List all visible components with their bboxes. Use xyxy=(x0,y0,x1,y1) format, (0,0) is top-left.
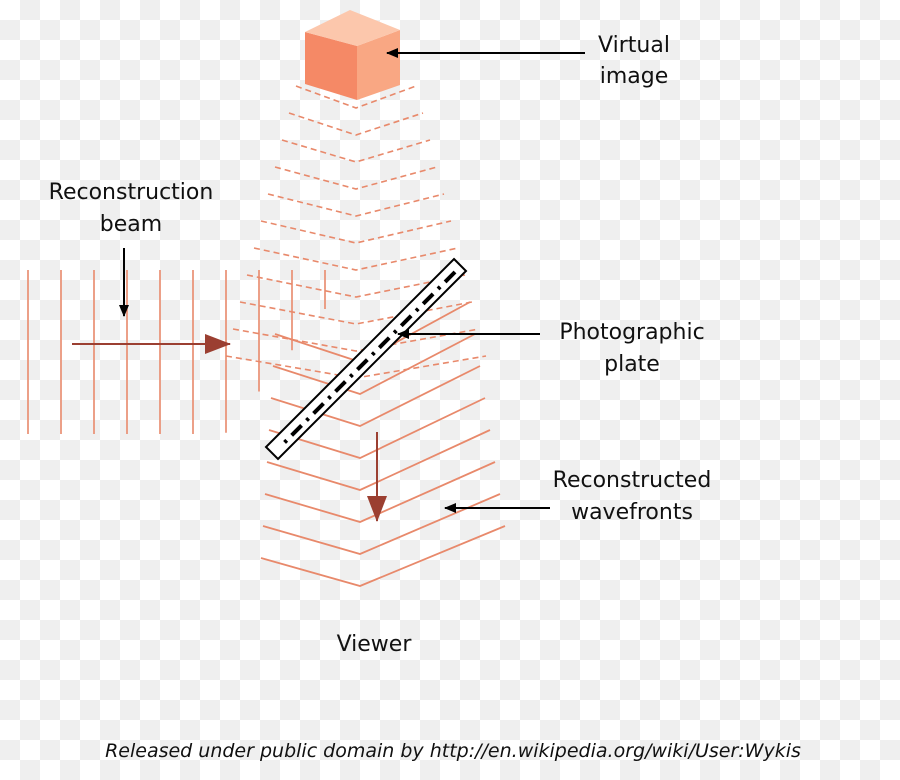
reconstructed-wavefront-chevron xyxy=(260,525,506,587)
reconstructed-wavefronts xyxy=(260,301,506,587)
reconstruction-beam-label-line1: Reconstruction xyxy=(49,180,214,205)
photographic-plate-label-line2: plate xyxy=(604,352,660,377)
photographic-plate xyxy=(264,257,468,461)
reconstructed-wavefront-chevron xyxy=(270,365,481,427)
credit-line: Released under public domain by http://e… xyxy=(105,740,801,762)
virtual-wavefront-chevron xyxy=(232,328,480,352)
reconstructed-wavefront-chevron xyxy=(266,429,491,491)
virtual-wavefront-chevron xyxy=(274,166,438,190)
virtual-image-label-line2: image xyxy=(600,64,669,89)
reconstruction-beam-label-line2: beam xyxy=(100,212,162,237)
reconstructed-wavefronts-label-line2: wavefronts xyxy=(571,500,693,525)
virtual-wavefront-chevron xyxy=(260,220,452,244)
virtual-wavefront-chevron xyxy=(295,85,417,109)
reconstructed-wavefront-chevron xyxy=(264,461,496,523)
reconstructed-wavefront-chevron xyxy=(262,493,501,555)
virtual-wavefront-chevron xyxy=(253,247,459,271)
viewer-label: Viewer xyxy=(337,632,413,657)
virtual-image-label-line1: Virtual xyxy=(598,33,670,58)
photographic-plate-label-line1: Photographic xyxy=(559,320,704,345)
reconstructed-wavefront-chevron xyxy=(268,397,486,459)
reconstructed-wavefront-chevron xyxy=(272,333,476,395)
virtual-wavefront-chevron xyxy=(267,193,445,217)
virtual-wavefront-chevron xyxy=(281,139,431,163)
virtual-wavefront-chevron xyxy=(246,274,466,298)
incoming-wavefronts xyxy=(27,270,326,434)
virtual-image-cube xyxy=(305,10,400,100)
virtual-wavefront-chevron xyxy=(288,112,424,136)
reconstructed-wavefronts-label-line1: Reconstructed xyxy=(553,468,712,493)
